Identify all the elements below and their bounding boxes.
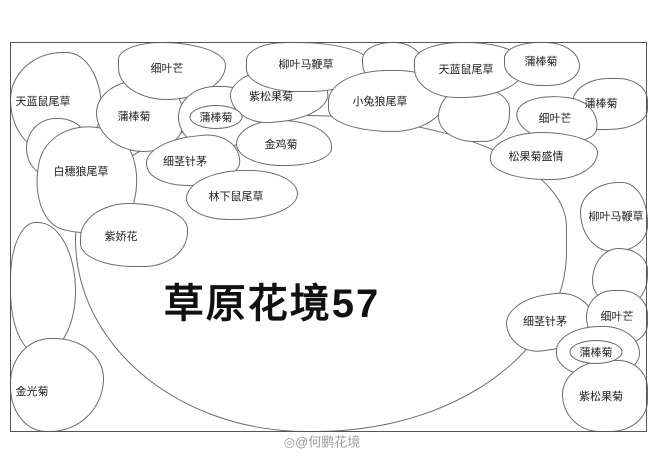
watermark: ◎@何鹏花境 — [283, 434, 361, 450]
plant-label: 蒲棒菊 — [117, 111, 151, 123]
plant-label: 蒲棒菊 — [584, 98, 618, 110]
plant-label: 林下鼠尾草 — [208, 191, 264, 203]
plant-label: 天蓝鼠尾草 — [15, 96, 71, 108]
plant-label: 细叶芒 — [150, 63, 184, 75]
plant-label: 细茎针茅 — [523, 316, 567, 328]
planting-region — [580, 182, 648, 252]
plant-label: 紫松果菊 — [579, 391, 623, 403]
plant-label: 柳叶马鞭草 — [278, 59, 334, 71]
plan-title: 草原花境57 — [163, 282, 381, 326]
planting-region — [80, 203, 188, 267]
plant-label: 松果菊盛情 — [508, 151, 564, 163]
plant-label: 紫松果菊 — [249, 91, 293, 103]
planting-region — [186, 170, 298, 220]
plant-label: 柳叶马鞭草 — [588, 211, 644, 223]
plant-label: 蒲棒菊 — [524, 56, 558, 68]
plant-label-ellipse: 蒲棒菊 — [189, 105, 243, 129]
plant-label: 紫娇花 — [104, 231, 138, 243]
plant-label: 细叶芒 — [600, 311, 634, 323]
plant-label: 金光菊 — [15, 386, 49, 398]
plant-label: 小兔狼尾草 — [352, 96, 408, 108]
plant-label: 细茎针茅 — [163, 156, 207, 168]
planting-region — [562, 360, 648, 432]
planting-region — [490, 132, 598, 180]
plant-label: 白穗狼尾草 — [53, 166, 109, 178]
plant-label: 细叶芒 — [538, 113, 572, 125]
plant-label: 金鸡菊 — [264, 139, 298, 151]
planting-region — [10, 222, 76, 354]
plant-label-ellipse: 蒲棒菊 — [569, 340, 623, 364]
plant-label: 天蓝鼠尾草 — [438, 64, 494, 76]
